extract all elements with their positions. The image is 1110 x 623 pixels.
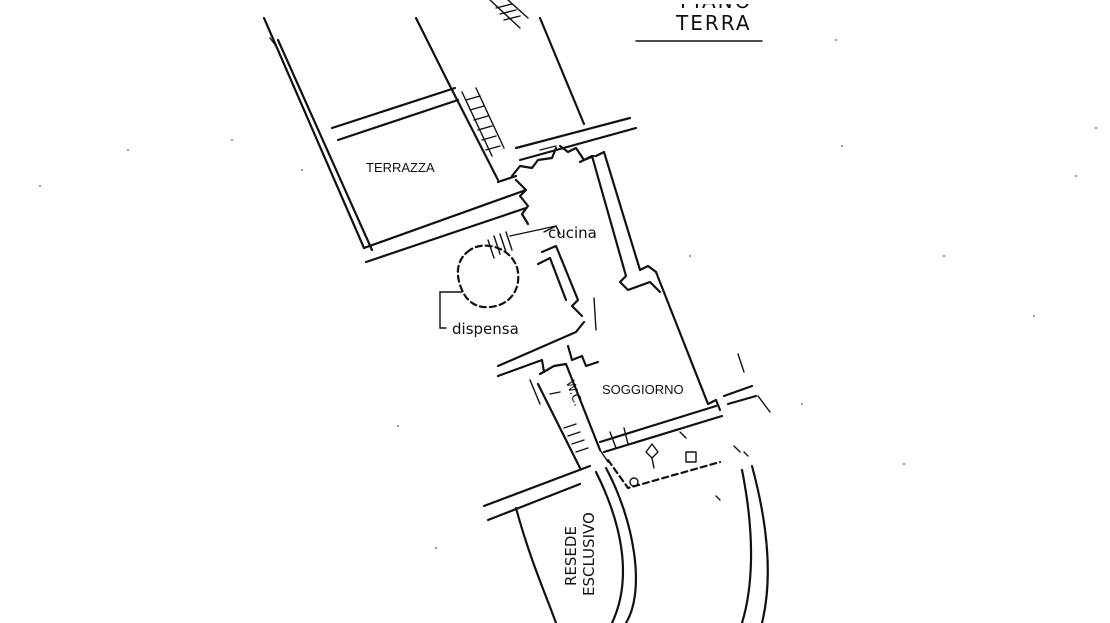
living-walls [598, 270, 771, 454]
room-label-soggiorno: SOGGIORNO [602, 382, 684, 397]
terrace-walls [262, 16, 586, 264]
stairs-top [461, 0, 529, 157]
plan-title: PIANO TERRA [635, 0, 763, 42]
entrance-details [599, 431, 749, 501]
room-label-esclusivo: ESCLUSIVO [580, 512, 598, 596]
yard-walls [482, 464, 769, 623]
kitchen-walls [509, 150, 662, 331]
room-label-resede: RESEDE [562, 526, 580, 586]
wc-walls [496, 320, 602, 470]
pantry-outline [439, 231, 520, 329]
title-line-2: TERRA [675, 11, 752, 35]
upper-wall [510, 116, 638, 178]
room-label-terrazza: TERRAZZA [366, 160, 435, 175]
title-line-1: PIANO [680, 0, 752, 13]
room-label-dispensa: dispensa [452, 320, 519, 338]
room-label-wc: W.C. [563, 378, 585, 408]
scan-specks [39, 39, 1097, 549]
room-label-cucina: cucina [548, 224, 597, 242]
